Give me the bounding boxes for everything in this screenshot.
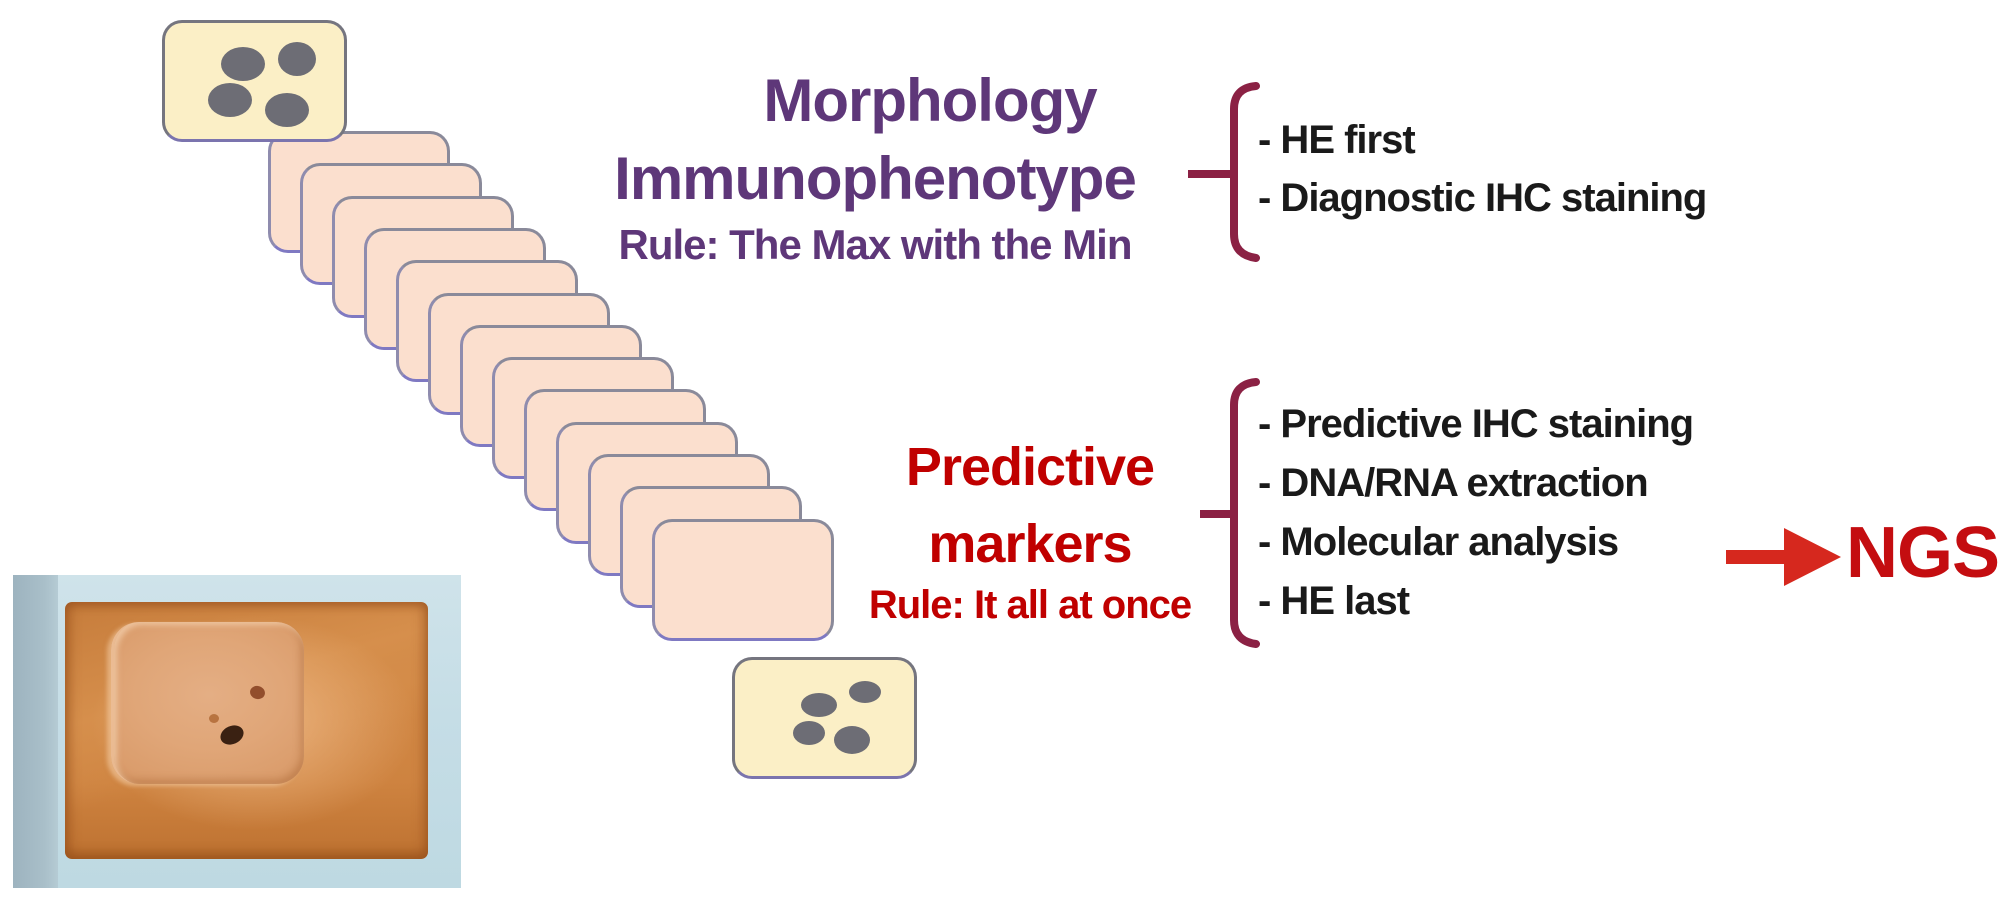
paraffin-section-slide [652, 518, 834, 641]
embedded-tissue-area [111, 622, 304, 784]
list-item: - HE first [1258, 118, 1416, 162]
photo-background-strip [13, 575, 58, 888]
predictive-list: - Predictive IHC staining - DNA/RNA extr… [1258, 395, 1694, 631]
list-item: - Predictive IHC staining [1258, 402, 1694, 446]
ngs-label: NGS [1846, 513, 2000, 593]
morphology-rule-text: Rule: The Max with the Min [618, 221, 1132, 268]
list-item: - Molecular analysis [1258, 520, 1619, 564]
morphology-title-line2: Immunophenotype [614, 145, 1137, 212]
predictive-title-line2: markers [928, 514, 1132, 574]
tissue-slide-first [162, 20, 347, 142]
list-item: - HE last [1258, 579, 1410, 623]
predictive-title-line1: Predictive [905, 437, 1155, 497]
paraffin-block-photo [13, 575, 461, 888]
morphology-list: - HE first - Diagnostic IHC staining [1258, 111, 1707, 227]
list-item: - Diagnostic IHC staining [1258, 176, 1707, 220]
bracket-icon [1200, 378, 1260, 648]
cell-dot [221, 47, 265, 81]
predictive-rule-text: Rule: It all at once [868, 583, 1192, 627]
morphology-heading: Morphology Immunophenotype Rule: The Max… [545, 62, 1205, 272]
tissue-fragment [209, 714, 219, 723]
cell-dot [801, 693, 837, 717]
cell-dot [265, 93, 309, 127]
arrow-right-icon [1726, 528, 1841, 586]
list-item: - DNA/RNA extraction [1258, 461, 1649, 505]
cell-dot [278, 42, 316, 76]
cell-dot [849, 681, 881, 703]
tissue-slide-last [732, 657, 917, 779]
morphology-title-line1: Morphology [763, 67, 1097, 134]
cell-dot [834, 726, 870, 754]
cell-dot [208, 83, 252, 117]
predictive-heading: Predictive markers Rule: It all at once [790, 428, 1270, 628]
bracket-icon [1188, 82, 1260, 262]
cell-dot [793, 721, 825, 745]
